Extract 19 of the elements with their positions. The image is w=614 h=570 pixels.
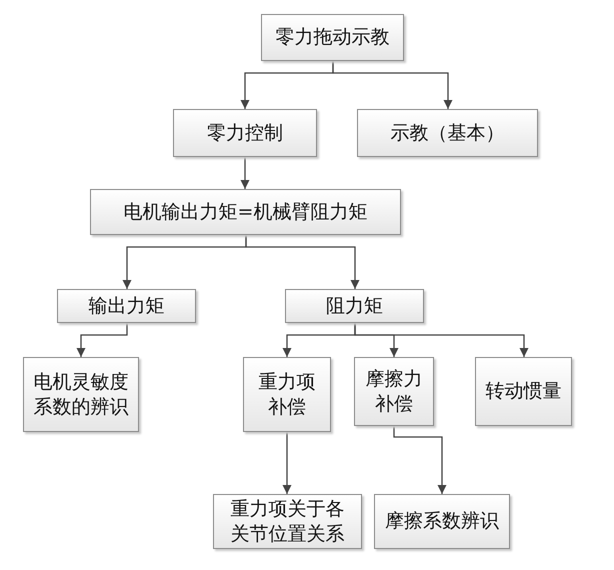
process-box: 阻力矩 — [285, 289, 424, 323]
process-box: 重力项补偿 — [243, 357, 331, 432]
process-box: 电机输出力矩=机械臂阻力矩 — [90, 189, 401, 235]
process-box: 重力项关于各关节位置关系 — [213, 494, 362, 549]
process-box: 转动惯量 — [475, 357, 572, 426]
process-box: 摩擦力补偿 — [354, 357, 434, 426]
arrow — [332, 61, 452, 109]
process-box: 电机灵敏度系数的辨识 — [23, 357, 139, 432]
process-box: 示教（基本） — [357, 109, 538, 157]
arrow — [393, 426, 446, 494]
arrow — [354, 323, 528, 357]
arrow — [245, 235, 360, 289]
arrow — [240, 157, 250, 189]
arrow — [76, 323, 128, 357]
arrow — [282, 432, 292, 494]
process-box: 零力拖动示教 — [261, 14, 404, 61]
process-box: 摩擦系数辨识 — [374, 494, 510, 549]
process-box: 输出力矩 — [57, 289, 196, 323]
process-box: 零力控制 — [173, 109, 317, 157]
